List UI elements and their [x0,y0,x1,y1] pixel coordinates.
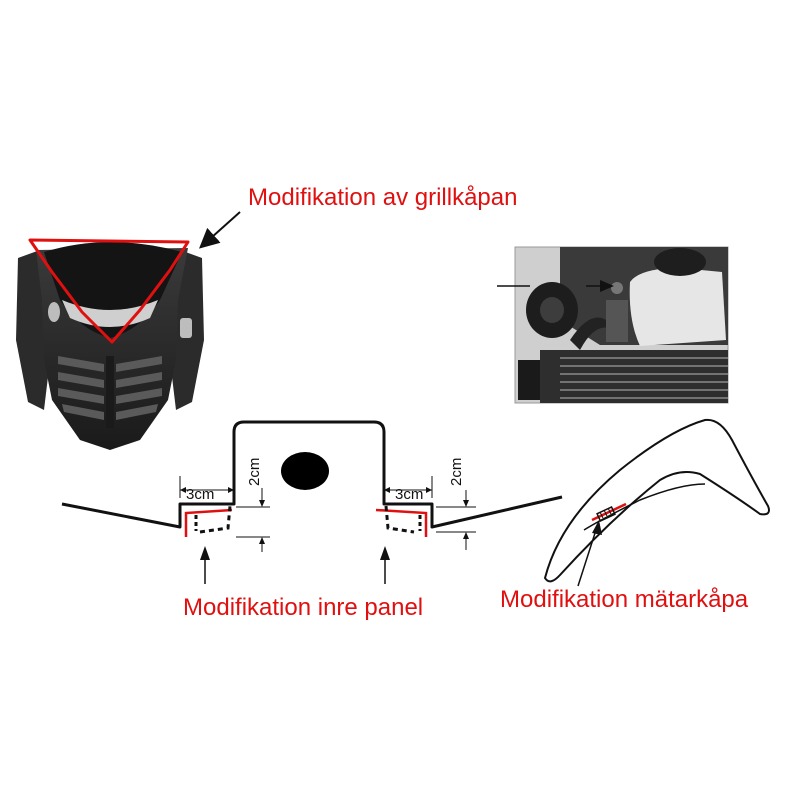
right-height-dim: 2cm [448,458,465,486]
inner-panel-label: Modifikation inre panel [183,594,423,621]
left-width-dim: 3cm [186,486,214,503]
meter-cover-diagram [543,418,770,587]
right-width-dim: 3cm [395,486,423,503]
meter-cover-label: Modifikation mätarkåpa [500,586,749,613]
left-height-dim: 2cm [246,458,263,486]
grill-cover-image [16,238,204,450]
engine-photo [497,246,729,404]
grill-cover-label: Modifikation av grillkåpan [248,184,517,211]
panel-hole [281,452,329,490]
inner-panel-diagram: 3cm 2cm 3cm 2cm [61,420,563,584]
grill-pointer-arrow [199,211,241,249]
